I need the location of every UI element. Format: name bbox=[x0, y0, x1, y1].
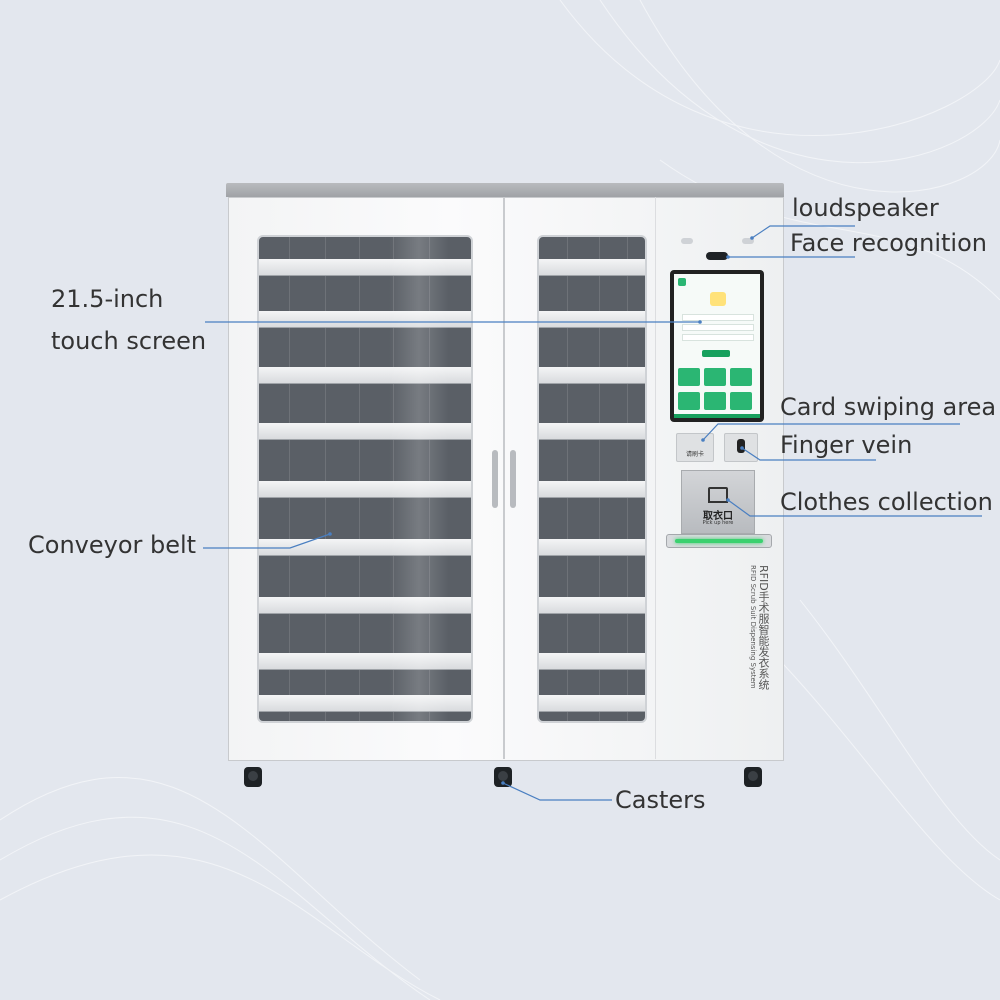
touch-screen-display[interactable] bbox=[674, 274, 760, 418]
conveyor-shelf bbox=[539, 259, 645, 276]
shelf-divider bbox=[429, 237, 430, 721]
face-recognition-camera bbox=[706, 252, 728, 260]
shirt-icon bbox=[708, 487, 728, 503]
conveyor-shelf bbox=[259, 695, 471, 712]
left-door-handle[interactable] bbox=[492, 450, 498, 508]
screen-shirt-tile[interactable] bbox=[678, 368, 700, 386]
conveyor-shelf bbox=[259, 311, 471, 328]
product-name-vertical: RFID手术服智能发衣系统 RFID Scrub Suit Dispensing… bbox=[748, 565, 770, 705]
screen-input[interactable] bbox=[682, 324, 754, 331]
right-door-window bbox=[537, 235, 647, 723]
label-finger-vein: Finger vein bbox=[780, 431, 913, 459]
label-touch-screen-line1: 21.5-inch bbox=[51, 285, 164, 313]
finger-vein-scanner[interactable] bbox=[724, 433, 758, 462]
conveyor-shelf bbox=[259, 423, 471, 440]
conveyor-shelf bbox=[259, 481, 471, 498]
right-door-handle[interactable] bbox=[510, 450, 516, 508]
screen-logo-icon bbox=[678, 278, 686, 286]
conveyor-shelf bbox=[539, 539, 645, 556]
card-swiping-pad[interactable]: 请刷卡 bbox=[676, 433, 714, 462]
screen-input[interactable] bbox=[682, 334, 754, 341]
label-conveyor-belt: Conveyor belt bbox=[28, 531, 197, 559]
cabinet-top bbox=[226, 183, 784, 197]
screen-shirt-tile[interactable] bbox=[678, 392, 700, 410]
loudspeaker-right bbox=[742, 238, 754, 244]
screen-shirt-tile[interactable] bbox=[704, 392, 726, 410]
conveyor-shelf bbox=[259, 367, 471, 384]
conveyor-shelf bbox=[539, 653, 645, 670]
conveyor-shelf bbox=[539, 367, 645, 384]
finger-sensor-icon bbox=[737, 439, 745, 453]
shelf-divider bbox=[289, 237, 290, 721]
label-card-swiping: Card swiping area bbox=[780, 393, 997, 421]
left-door-window bbox=[257, 235, 473, 723]
screen-shirt-tile[interactable] bbox=[730, 392, 752, 410]
caster-right bbox=[744, 767, 762, 787]
product-name-cn: RFID手术服智能发衣系统 bbox=[757, 565, 770, 690]
screen-footer-bar bbox=[674, 414, 760, 418]
shelf-divider bbox=[599, 237, 600, 721]
conveyor-shelf bbox=[259, 597, 471, 614]
label-casters: Casters bbox=[615, 786, 706, 814]
pickup-label-en: Pick up here bbox=[702, 520, 734, 526]
door-split bbox=[503, 197, 505, 759]
conveyor-shelf bbox=[259, 653, 471, 670]
card-pad-label: 请刷卡 bbox=[685, 451, 704, 458]
conveyor-shelf bbox=[539, 423, 645, 440]
caster-middle bbox=[494, 767, 512, 787]
conveyor-shelf bbox=[539, 597, 645, 614]
caster-left bbox=[244, 767, 262, 787]
side-panel-split bbox=[655, 197, 656, 759]
led-strip bbox=[675, 539, 763, 543]
pickup-tray bbox=[666, 534, 772, 548]
screen-input[interactable] bbox=[682, 314, 754, 321]
label-touch-screen-line2: touch screen bbox=[51, 327, 207, 355]
clothes-collection-slot[interactable]: 取衣口 Pick up here bbox=[681, 470, 755, 534]
screen-shirt-tile[interactable] bbox=[730, 368, 752, 386]
shelf-divider bbox=[359, 237, 360, 721]
shelf-divider bbox=[393, 237, 394, 721]
screen-shirt-tile[interactable] bbox=[704, 368, 726, 386]
label-face-recognition: Face recognition bbox=[790, 229, 987, 257]
touch-screen[interactable] bbox=[670, 270, 764, 422]
conveyor-shelf bbox=[539, 695, 645, 712]
label-clothes-collection: Clothes collection bbox=[780, 488, 993, 516]
loudspeaker-left bbox=[681, 238, 693, 244]
glass-glare bbox=[389, 237, 449, 721]
shelf-divider bbox=[325, 237, 326, 721]
shelf-divider bbox=[627, 237, 628, 721]
product-name-en: RFID Scrub Suit Dispensing System bbox=[749, 565, 757, 689]
conveyor-shelf bbox=[259, 259, 471, 276]
pickup-label-cn: 取衣口 bbox=[703, 511, 733, 522]
screen-avatar-icon bbox=[710, 292, 726, 306]
conveyor-shelf bbox=[539, 311, 645, 328]
conveyor-shelf bbox=[539, 481, 645, 498]
screen-confirm-button[interactable] bbox=[702, 350, 730, 357]
label-loudspeaker: loudspeaker bbox=[792, 194, 939, 222]
shelf-divider bbox=[567, 237, 568, 721]
